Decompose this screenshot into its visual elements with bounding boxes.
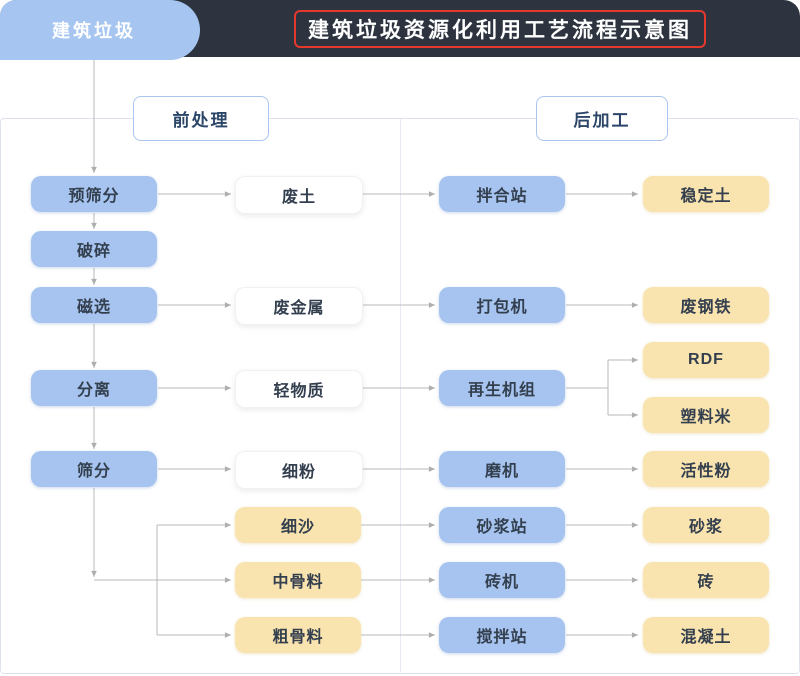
page-title: 建筑垃圾资源化利用工艺流程示意图 [294, 9, 706, 48]
node-medium-aggregate: 中骨料 [235, 562, 361, 598]
node-mortar-station: 砂浆站 [439, 507, 565, 543]
node-mill: 磨机 [439, 451, 565, 487]
node-plastic-pellets: 塑料米 [643, 397, 769, 433]
node-crushing: 破碎 [31, 231, 157, 267]
section-label-postprocessing: 后加工 [536, 96, 668, 141]
node-light-material: 轻物质 [235, 370, 363, 408]
node-concrete-mixing-plant: 搅拌站 [439, 617, 565, 653]
node-concrete: 混凝土 [643, 617, 769, 653]
node-mixing-station: 拌合站 [439, 176, 565, 212]
node-brick: 砖 [643, 562, 769, 598]
section-label-pretreatment: 前处理 [133, 96, 269, 141]
node-baler: 打包机 [439, 287, 565, 323]
node-regeneration-unit: 再生机组 [439, 370, 565, 406]
node-active-powder: 活性粉 [643, 451, 769, 487]
node-mortar: 砂浆 [643, 507, 769, 543]
node-separation: 分离 [31, 370, 157, 406]
node-waste-metal: 废金属 [235, 287, 363, 325]
node-stabilized-soil: 稳定土 [643, 176, 769, 212]
node-coarse-aggregate: 粗骨料 [235, 617, 361, 653]
header-title-wrap: 建筑垃圾资源化利用工艺流程示意图 [200, 0, 800, 57]
node-screening: 筛分 [31, 451, 157, 487]
node-scrap-steel: 废钢铁 [643, 287, 769, 323]
node-rdf: RDF [643, 342, 769, 378]
section-divider [400, 119, 401, 672]
node-magnetic-separation: 磁选 [31, 287, 157, 323]
node-fine-sand: 细沙 [235, 507, 361, 543]
node-brick-machine: 砖机 [439, 562, 565, 598]
node-waste-soil: 废土 [235, 176, 363, 214]
node-pre-screening: 预筛分 [31, 176, 157, 212]
source-tab-construction-waste: 建筑垃圾 [0, 0, 200, 60]
node-fine-powder: 细粉 [235, 451, 363, 489]
